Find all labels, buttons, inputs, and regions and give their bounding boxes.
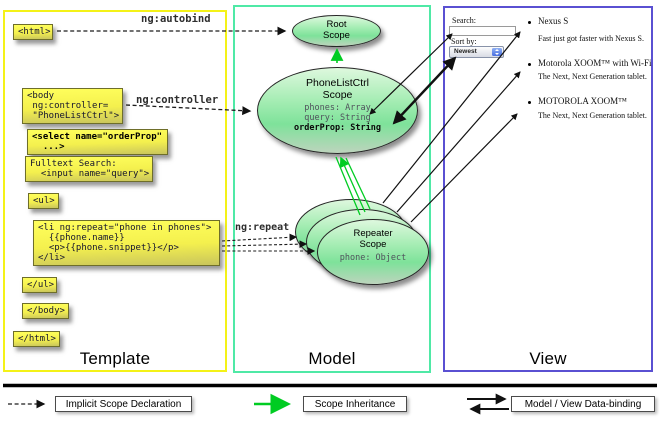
code-box-html-close: </html> — [13, 331, 60, 347]
ng-autobind-label: ng:autobind — [141, 13, 211, 25]
template-column-label: Template — [79, 349, 151, 368]
code-box-body-open: <body ng:controller= "PhoneListCtrl"> — [22, 88, 123, 124]
code-box-ul-open: <ul> — [28, 193, 59, 209]
view-column-label: View — [529, 349, 567, 368]
code-box-select: <select name="orderProp" ...> — [27, 129, 168, 155]
phonelistctrl-scope-title: PhoneListCtrl Scope — [305, 77, 370, 101]
dropdown-stepper-icon[interactable] — [492, 48, 502, 56]
code-box-ul-close: </ul> — [22, 277, 57, 293]
legend-model-view-data-binding: Model / View Data-binding — [511, 396, 655, 412]
code-box-body-close: </body> — [22, 303, 69, 319]
sort-dropdown-value: Newest — [454, 48, 477, 55]
scope-prop-phone: phone: Object — [339, 253, 407, 263]
phone-item-title: Motorola XOOM™ with Wi-Fi — [538, 58, 652, 68]
phone-item-title: Nexus S — [538, 16, 569, 26]
phone-item-desc: The Next, Next Generation tablet. — [538, 72, 647, 81]
phone-item-desc: The Next, Next Generation tablet. — [538, 111, 647, 120]
sort-dropdown[interactable]: Newest — [449, 46, 504, 58]
code-box-fulltext-search: Fulltext Search: <input name="query"> — [25, 156, 153, 182]
bullet-icon — [528, 63, 531, 66]
scope-prop-query: query: String — [304, 113, 371, 123]
bullet-icon — [528, 21, 531, 24]
scope-prop-phones: phones: Array — [304, 103, 371, 113]
search-label: Search: — [452, 16, 476, 25]
ng-controller-label: ng:controller — [136, 94, 219, 106]
model-column — [233, 5, 431, 373]
root-scope-ellipse: Root Scope — [292, 15, 381, 47]
code-box-li-repeat: <li ng:repeat="phone in phones"> {{phone… — [33, 220, 220, 266]
ng-repeat-label: ng:repeat — [235, 222, 290, 233]
repeater-scope-ellipse-front: Repeater Scope phone: Object — [317, 219, 429, 285]
sort-by-label: Sort by: — [451, 37, 477, 46]
phone-item-title: MOTOROLA XOOM™ — [538, 96, 627, 106]
bullet-icon — [528, 101, 531, 104]
scope-prop-orderprop: orderProp: String — [294, 123, 381, 133]
legend-implicit-scope-declaration: Implicit Scope Declaration — [55, 396, 192, 412]
root-scope-title: Root Scope — [323, 19, 350, 41]
search-input[interactable] — [449, 26, 516, 36]
repeater-scope-title: Repeater Scope — [353, 228, 393, 250]
code-box-html-open: <html> — [13, 24, 53, 40]
phonelistctrl-scope-ellipse: PhoneListCtrl Scope phones: Array query:… — [257, 67, 418, 154]
legend-scope-inheritance: Scope Inheritance — [303, 396, 407, 412]
phone-item-desc: Fast just got faster with Nexus S. — [538, 34, 644, 43]
model-column-label: Model — [308, 349, 356, 368]
